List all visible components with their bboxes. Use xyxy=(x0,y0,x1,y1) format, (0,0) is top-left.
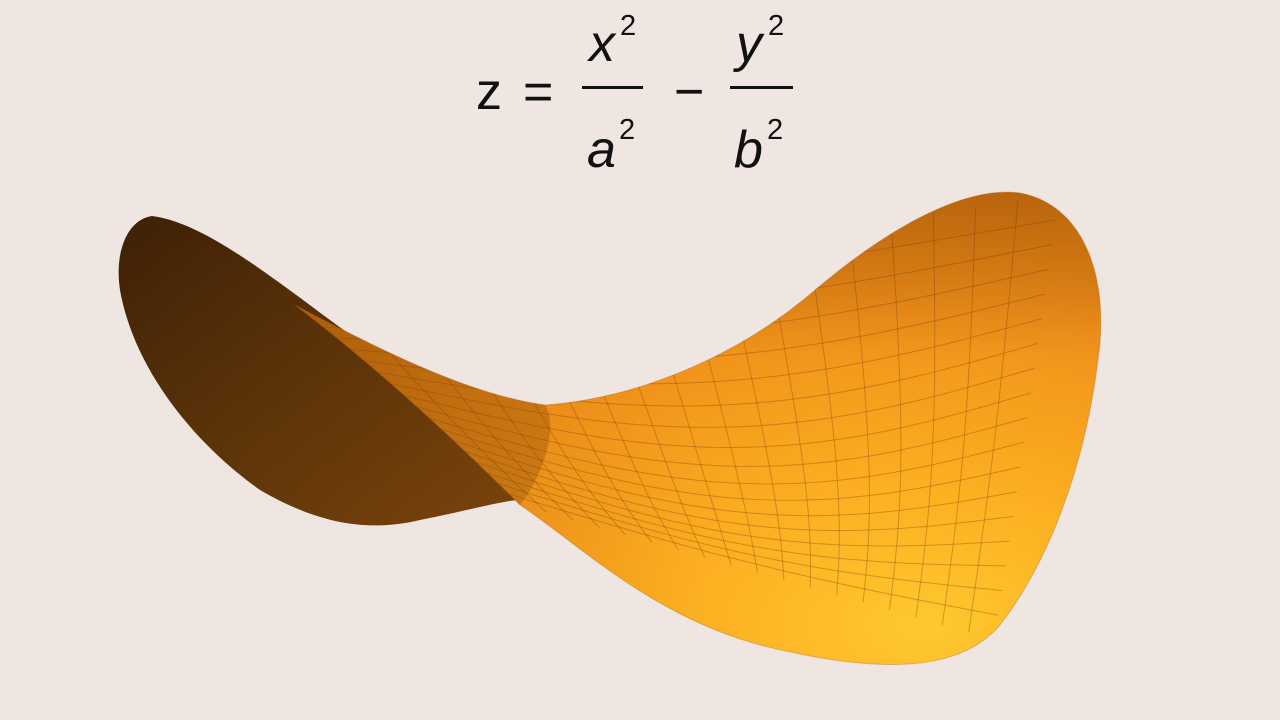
grid-line-v xyxy=(446,437,1017,517)
fraction2-denominator-exponent: 2 xyxy=(767,114,784,146)
grid-line-u xyxy=(968,201,1019,633)
grid-line-v xyxy=(434,426,1021,501)
grid-line-u xyxy=(763,237,811,588)
grid-line-v xyxy=(422,415,1025,485)
fraction1-numerator-x: x xyxy=(589,15,615,73)
grid-line-v xyxy=(397,392,1032,449)
equation-minus-sign: − xyxy=(674,63,705,121)
equation-equals-sign: = xyxy=(523,63,554,121)
fraction1-numerator-exponent: 2 xyxy=(620,10,637,42)
grid-line-v xyxy=(507,493,999,616)
fraction2-bar xyxy=(730,86,793,89)
equation-lhs-z: z xyxy=(476,63,502,121)
fraction2-numerator-exponent: 2 xyxy=(768,10,785,42)
fraction1-bar xyxy=(582,86,643,89)
grid-line-v xyxy=(409,404,1028,467)
grid-line-v xyxy=(495,482,1003,592)
grid-line-v xyxy=(458,448,1014,532)
grid-line-u xyxy=(806,231,840,596)
grid-line-v xyxy=(385,367,1035,428)
grid-line-u xyxy=(941,207,977,626)
fraction1-denominator-a: a xyxy=(587,121,616,179)
grid-line-u xyxy=(915,213,936,618)
grid-line-v xyxy=(470,460,1010,547)
fraction1-denominator-exponent: 2 xyxy=(619,114,636,146)
surface-crease xyxy=(295,305,551,505)
surface-shadow-flap xyxy=(118,216,521,526)
fraction2-numerator-y: y xyxy=(736,15,762,73)
grid-line-u xyxy=(848,225,870,603)
grid-line-v xyxy=(483,471,1006,567)
grid-line-u xyxy=(888,219,902,611)
fraction2-denominator-b: b xyxy=(734,121,763,179)
